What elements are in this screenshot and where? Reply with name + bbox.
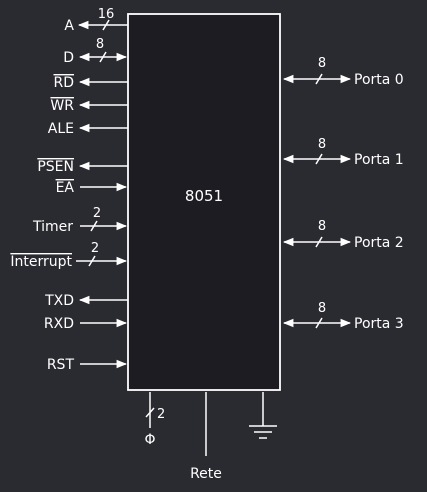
port-1-bus-width: 8 [318, 137, 326, 152]
timer-bus-slash [90, 220, 98, 232]
port-3-bus-width: 8 [318, 301, 326, 316]
d-bus-width: 8 [96, 37, 104, 52]
port-2-label: Porta 2 [354, 235, 404, 251]
rd-label: RD [53, 75, 74, 91]
clock-phi-label: Φ [144, 432, 155, 448]
rst-label: RST [47, 357, 75, 373]
a-label: A [64, 18, 74, 34]
chip-8051-box [127, 13, 281, 391]
d-label: D [63, 50, 74, 66]
wr-label: WR [50, 98, 74, 114]
interrupt-bus-width: 2 [91, 241, 99, 256]
interrupt-label: Interrupt [10, 254, 72, 270]
port-2-bus-slash [315, 236, 323, 248]
rxd-label: RXD [44, 316, 74, 332]
port-3-bus-slash [315, 317, 323, 329]
port-2-bus-width: 8 [318, 219, 326, 234]
port-0-bus-width: 8 [318, 56, 326, 71]
port-1-label: Porta 1 [354, 152, 404, 168]
ground-icon [249, 392, 277, 439]
port-0-label: Porta 0 [354, 72, 404, 88]
chip-name: 8051 [185, 187, 223, 205]
port-0-bus-slash [315, 73, 323, 85]
timer-bus-width: 2 [93, 206, 101, 221]
ea-label: EA [56, 180, 75, 196]
clock-bus-slash [145, 407, 155, 418]
txd-label: TXD [44, 293, 74, 309]
ale-label: ALE [48, 121, 74, 137]
power-label: Rete [190, 466, 222, 482]
timer-label: Timer [32, 219, 73, 235]
port-1-bus-slash [315, 153, 323, 165]
d-bus-slash [99, 51, 107, 63]
clock-bus-width: 2 [157, 407, 165, 422]
interrupt-bus-slash [88, 255, 96, 267]
port-3-label: Porta 3 [354, 316, 404, 332]
a-bus-slash [102, 19, 110, 31]
psen-label: PSEN [37, 159, 74, 175]
a-bus-width: 16 [98, 7, 115, 22]
